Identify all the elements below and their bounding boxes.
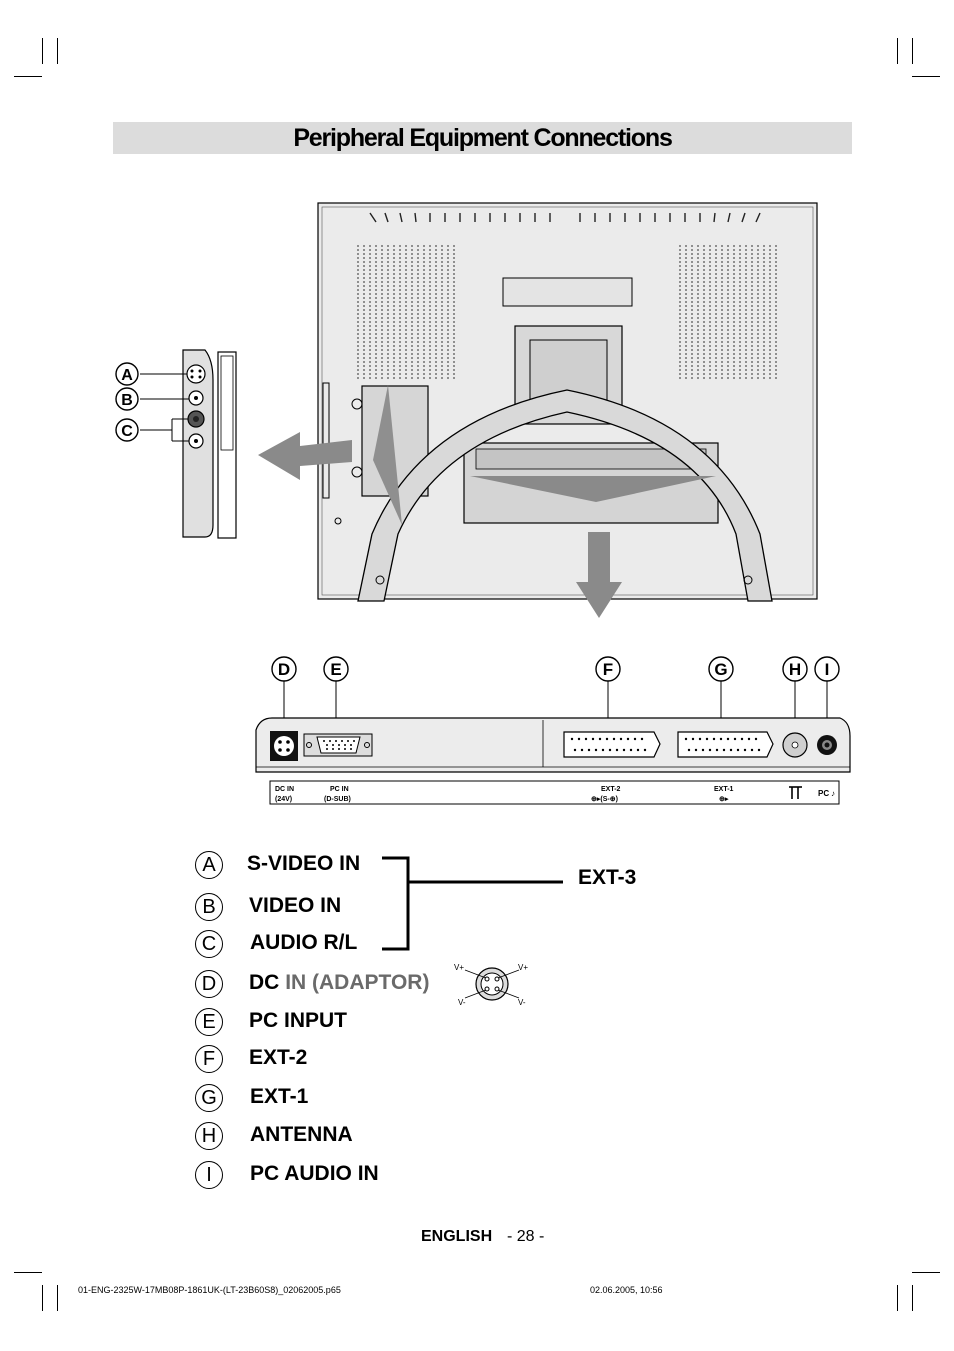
crop-mark	[912, 38, 913, 64]
dc-pin-diagram: V+ V+ V- V-	[454, 963, 528, 1007]
label-f: F	[603, 660, 613, 679]
label-b-badge	[115, 387, 139, 411]
legend-letter-d: D	[195, 970, 223, 998]
legend-text-c: AUDIO R/L	[250, 931, 358, 954]
arrow-down	[576, 532, 622, 618]
ext3-label: EXT-3	[578, 866, 637, 889]
legend-text-d: DC IN (ADAPTOR)	[249, 971, 429, 995]
ext3-bracket	[382, 856, 563, 951]
label-a: A	[121, 367, 133, 384]
strip-ext2-sub: ⊕▸(S-⊕)	[591, 796, 618, 803]
crop-mark	[897, 38, 898, 64]
crop-mark	[14, 1272, 42, 1273]
label-e: E	[330, 660, 341, 679]
legend-letter-b: B	[195, 893, 223, 921]
top-vents	[369, 212, 761, 223]
legend-letter-c: C	[195, 930, 223, 958]
pin-v-plus-left: V+	[454, 963, 464, 972]
legend-letter-g: G	[195, 1084, 223, 1112]
legend-letter-i: I	[195, 1161, 223, 1189]
strip-pc-audio: PC	[818, 789, 829, 798]
crop-mark	[897, 1285, 898, 1311]
footer-file-name: 01-ENG-2325W-17MB08P-1861UK-(LT-23B60S8)…	[78, 1285, 341, 1295]
footer-date: 02.06.2005, 10:56	[590, 1285, 663, 1295]
legend-text-f: EXT-2	[249, 1046, 308, 1069]
label-a-badge	[115, 362, 139, 386]
legend-letter-a: A	[195, 851, 223, 879]
tv-stand	[357, 389, 773, 602]
label-d: D	[278, 660, 290, 679]
legend-text-e: PC INPUT	[249, 1009, 348, 1032]
connector-panel-diagram: D E F G H I DC IN	[255, 656, 851, 805]
title-bar	[113, 122, 852, 154]
strip-ext1: EXT-1	[714, 786, 734, 793]
pin-v-plus-right: V+	[518, 963, 528, 972]
legend-text-b: VIDEO IN	[249, 894, 342, 917]
arrow-left	[258, 432, 352, 480]
crop-mark	[42, 38, 43, 64]
arrow-down-side	[373, 385, 402, 525]
note-icon: ♪	[831, 789, 835, 798]
legend-text-a: S-VIDEO IN	[247, 852, 361, 875]
crop-mark	[57, 38, 58, 64]
strip-pc-in: PC IN	[330, 786, 349, 793]
strip-dc-in-sub: (24V)	[275, 796, 292, 803]
footer-language: ENGLISH	[421, 1228, 493, 1245]
crop-mark	[14, 76, 42, 77]
label-g: G	[714, 660, 727, 679]
ext1-scart	[677, 731, 774, 758]
crop-mark	[912, 1285, 913, 1311]
label-h: H	[789, 660, 801, 679]
label-c-badge	[115, 418, 139, 442]
strip-pc-in-sub: (D-SUB)	[324, 796, 351, 803]
crop-mark	[912, 1272, 940, 1273]
strip-dc-in: DC IN	[275, 786, 294, 793]
legend-letter-h: H	[195, 1122, 223, 1150]
pin-v-minus-right: V-	[518, 998, 526, 1007]
strip-ext2: EXT-2	[601, 786, 621, 793]
side-panel-detail	[140, 349, 237, 539]
tv-rear-illustration: A B C	[115, 202, 818, 618]
legend-text-g: EXT-1	[250, 1085, 309, 1108]
side-vents	[357, 245, 777, 380]
ext2-scart	[563, 731, 661, 758]
crop-mark	[57, 1285, 58, 1311]
arrow-down-bay	[470, 476, 716, 502]
label-strip	[269, 780, 840, 805]
legend-text-d-main: DC	[249, 971, 280, 994]
crop-mark	[912, 76, 940, 77]
legend-letter-f: F	[195, 1045, 223, 1073]
legend-text-d-grey: IN (ADAPTOR)	[285, 971, 430, 994]
crop-mark	[42, 1285, 43, 1311]
label-b: B	[121, 392, 133, 409]
page-number: - 28 -	[507, 1228, 545, 1245]
legend-letter-e: E	[195, 1008, 223, 1036]
legend-text-i: PC AUDIO IN	[250, 1162, 379, 1185]
pin-v-minus-left: V-	[458, 998, 466, 1007]
page-title: Peripheral Equipment Connections	[293, 124, 673, 152]
strip-ext1-sub: ⊕▸	[719, 796, 729, 803]
rating-label	[502, 277, 633, 307]
legend-text-h: ANTENNA	[250, 1123, 353, 1146]
label-c: C	[121, 423, 133, 440]
s-video-socket	[186, 364, 206, 384]
antenna-icon	[789, 786, 802, 799]
label-i: I	[825, 660, 830, 679]
